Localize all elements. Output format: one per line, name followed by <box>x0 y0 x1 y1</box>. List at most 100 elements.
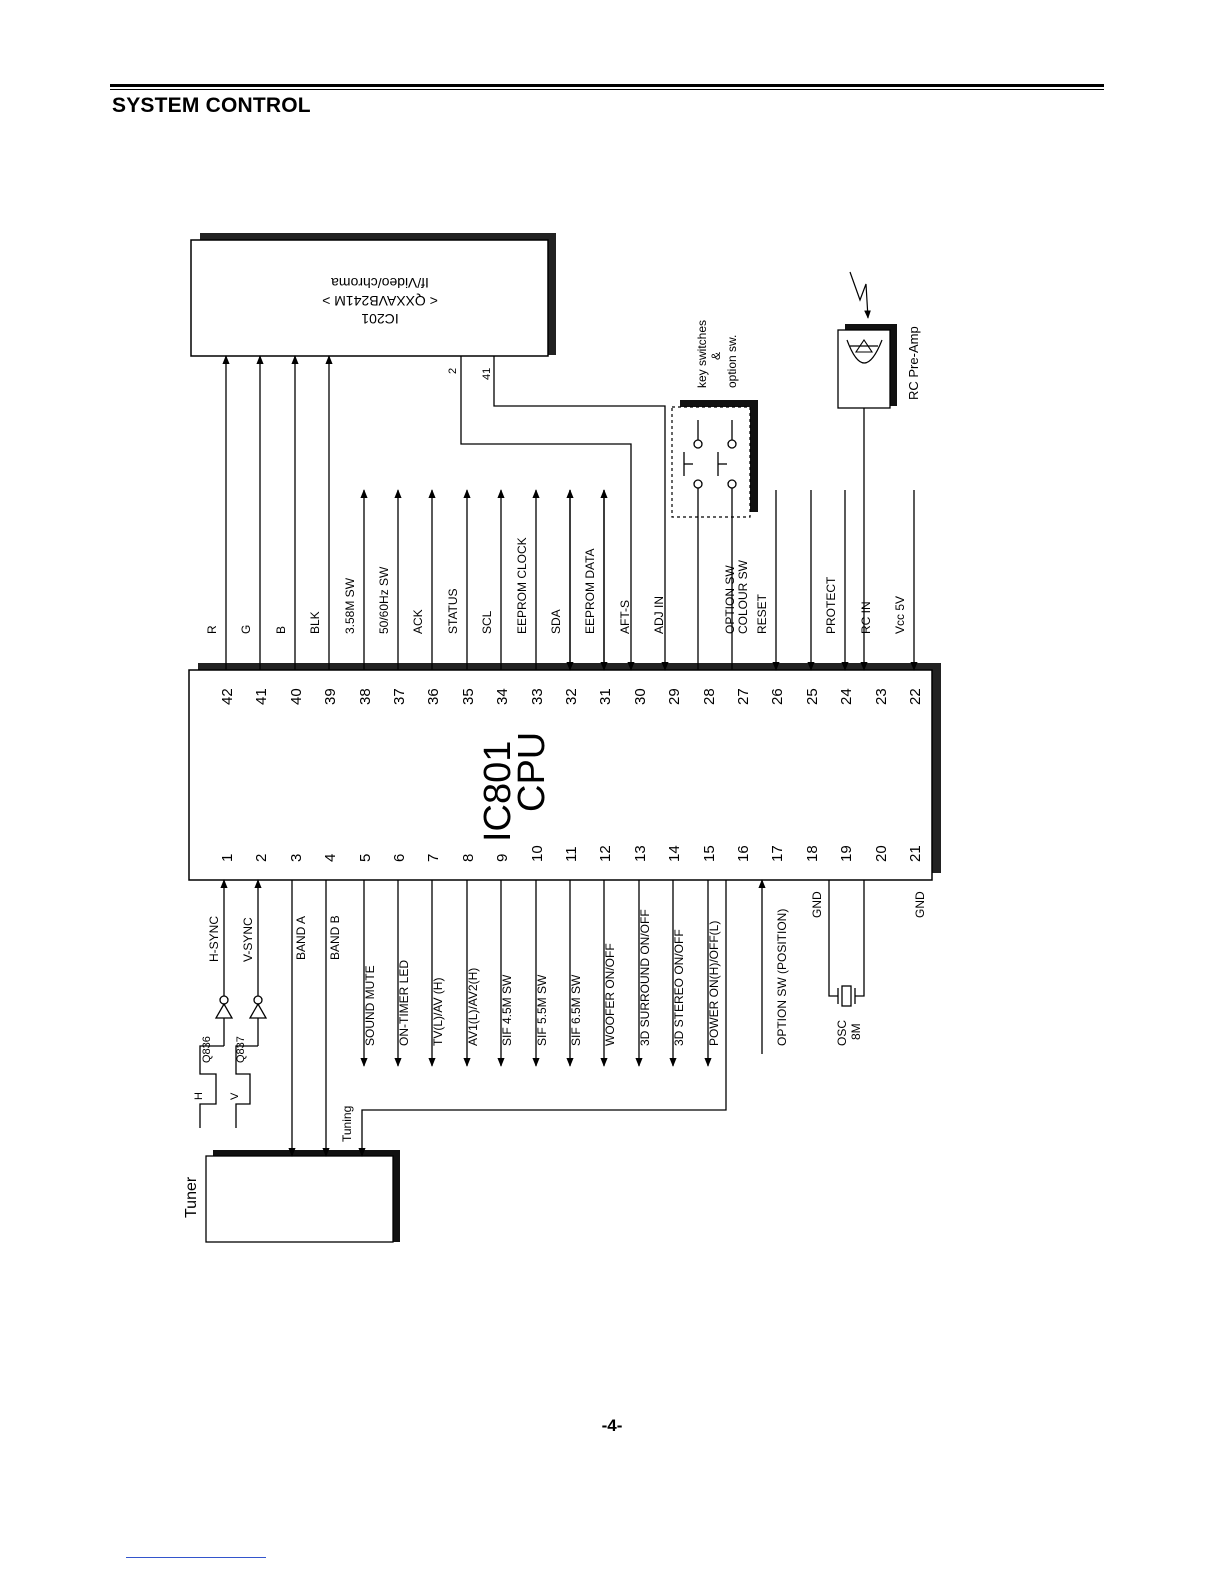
cpu-pin-label: Vcc 5V <box>893 596 907 634</box>
cpu-pin-number: 35 <box>460 688 477 705</box>
cpu-pin-number: 19 <box>838 845 855 862</box>
cpu-pin-label: SIF 6.5M SW <box>569 974 583 1046</box>
cpu-pin-label: 50/60Hz SW <box>377 566 391 634</box>
cpu-pin-number: 37 <box>391 688 408 705</box>
tuner-label: Tuner <box>183 1176 200 1218</box>
ic201-name: IC201 <box>361 311 399 327</box>
cpu-pin-label: EEPROM CLOCK <box>515 537 529 634</box>
cpu-pin-label: SIF 4.5M SW <box>500 974 514 1046</box>
ic201-pin-2: 2 <box>447 368 459 374</box>
osc-label-2: 8M <box>849 1023 863 1040</box>
cpu-pin-label: BLK <box>308 611 322 634</box>
cpu-pin-number: 9 <box>494 854 511 862</box>
cpu-pin-label: OPTION SW <box>723 565 737 634</box>
cpu-pin-label: SCL <box>480 610 494 634</box>
cpu-pin-number: 6 <box>391 854 408 862</box>
v-label: V <box>229 1092 241 1100</box>
cpu-pin-number: 36 <box>425 688 442 705</box>
h-label: H <box>193 1092 205 1100</box>
osc-label-1: OSC <box>835 1020 849 1046</box>
page-number: -4- <box>601 1416 623 1435</box>
cpu-pin-label: ON-TIMER LED <box>397 960 411 1046</box>
cpu-pin-number: 4 <box>322 854 339 862</box>
cpu-pin-number: 16 <box>735 845 752 862</box>
cpu-pin-number: 12 <box>597 845 614 862</box>
cpu-pin-number: 27 <box>735 688 752 705</box>
cpu-pin-number: 32 <box>563 688 580 705</box>
cpu-pin-label: BAND B <box>328 915 342 960</box>
cpu-pin-number: 7 <box>425 854 442 862</box>
cpu-pin-number: 29 <box>666 688 683 705</box>
cpu-pin-label: 3D STEREO ON/OFF <box>672 929 686 1046</box>
sync-transistors: Q836 Q837 H V <box>193 879 268 1128</box>
key-switch-block: key switches & option sw. <box>671 320 758 670</box>
cpu-pin-number: 23 <box>873 688 890 705</box>
cpu-pin-number: 14 <box>666 845 683 862</box>
cpu-pin-label: V-SYNC <box>241 917 255 962</box>
cpu-pin-number: 31 <box>597 688 614 705</box>
cpu-pin-number: 39 <box>322 688 339 705</box>
cpu-pin-label: SDA <box>549 609 563 634</box>
cpu-pin-label: GND <box>913 891 927 918</box>
rc-preamp-block: RC Pre-Amp <box>837 271 921 671</box>
cpu-pin-label: ADJ IN <box>652 596 666 634</box>
cpu-pin-label: RESET <box>755 593 769 634</box>
cpu-function: CPU <box>511 732 553 812</box>
cpu-pin-number: 38 <box>357 688 374 705</box>
tuner-block: Tuner Tuning <box>183 880 727 1243</box>
cpu-pin-label: 3D SURROUND ON/OFF <box>638 909 652 1046</box>
cpu-pin-label: AFT-S <box>618 600 632 634</box>
cpu-pin-number: 5 <box>357 854 374 862</box>
cpu-pin-label: RC IN <box>859 601 873 634</box>
footer-link-line <box>126 1557 266 1558</box>
q836-label: Q836 <box>201 1036 213 1063</box>
ic201-part: < QXXAVB241M > <box>322 293 438 309</box>
cpu-pin-number: 34 <box>494 688 511 705</box>
cpu-pin-number: 26 <box>769 688 786 705</box>
cpu-pin-number: 3 <box>288 854 305 862</box>
cpu-pin-label: G <box>239 625 253 634</box>
cpu-pin-number: 20 <box>873 845 890 862</box>
key-switch-label-3: option sw. <box>725 335 739 388</box>
ic201-data-lines <box>460 356 669 671</box>
cpu-pin-number: 17 <box>769 845 786 862</box>
cpu-pin-label: WOOFER ON/OFF <box>603 943 617 1046</box>
cpu-pin-label: POWER ON(H)/OFF(L) <box>707 921 721 1046</box>
cpu-pin-label: TV(L)/AV (H) <box>431 978 445 1046</box>
cpu-pin-label: ACK <box>411 609 425 634</box>
key-switch-label-1: key switches <box>695 320 709 388</box>
cpu-pin-number: 25 <box>804 688 821 705</box>
cpu-pin-number: 22 <box>907 688 924 705</box>
oscillator: OSC 8M <box>828 880 865 1046</box>
cpu-pin-label: BAND A <box>294 916 308 960</box>
cpu-pin-number: 18 <box>804 845 821 862</box>
cpu-pin-label: R <box>205 625 219 634</box>
tuning-label: Tuning <box>340 1106 354 1142</box>
cpu-pin-label: B <box>274 626 288 634</box>
ic201-block: IC201 < QXXAVB241M > If/Video/chroma 2 4… <box>190 233 556 380</box>
cpu-pin-number: 8 <box>460 854 477 862</box>
cpu-pin-label: STATUS <box>446 588 460 634</box>
rc-preamp-label: RC Pre-Amp <box>906 326 921 400</box>
cpu-pin-label: H-SYNC <box>207 916 221 962</box>
cpu-pin-label: PROTECT <box>824 576 838 634</box>
page-title: SYSTEM CONTROL <box>112 94 311 117</box>
cpu-pin-number: 33 <box>529 688 546 705</box>
q837-label: Q837 <box>235 1036 247 1063</box>
cpu-name: IC801 <box>477 741 519 842</box>
ic201-function: If/Video/chroma <box>331 275 429 291</box>
ic201-pin-41: 41 <box>481 368 493 380</box>
cpu-pin-label: 3.58M SW <box>343 577 357 634</box>
header-rule-thin <box>110 89 1104 90</box>
cpu-pin-number: 13 <box>632 845 649 862</box>
cpu-pin-label: EEPROM DATA <box>583 548 597 634</box>
cpu-pin-number: 10 <box>529 845 546 862</box>
cpu-pin-label: SOUND MUTE <box>363 965 377 1046</box>
cpu-pin-number: 15 <box>701 845 718 862</box>
cpu-pin-label: SIF 5.5M SW <box>535 974 549 1046</box>
cpu-pin-number: 30 <box>632 688 649 705</box>
cpu-pin-number: 28 <box>701 688 718 705</box>
